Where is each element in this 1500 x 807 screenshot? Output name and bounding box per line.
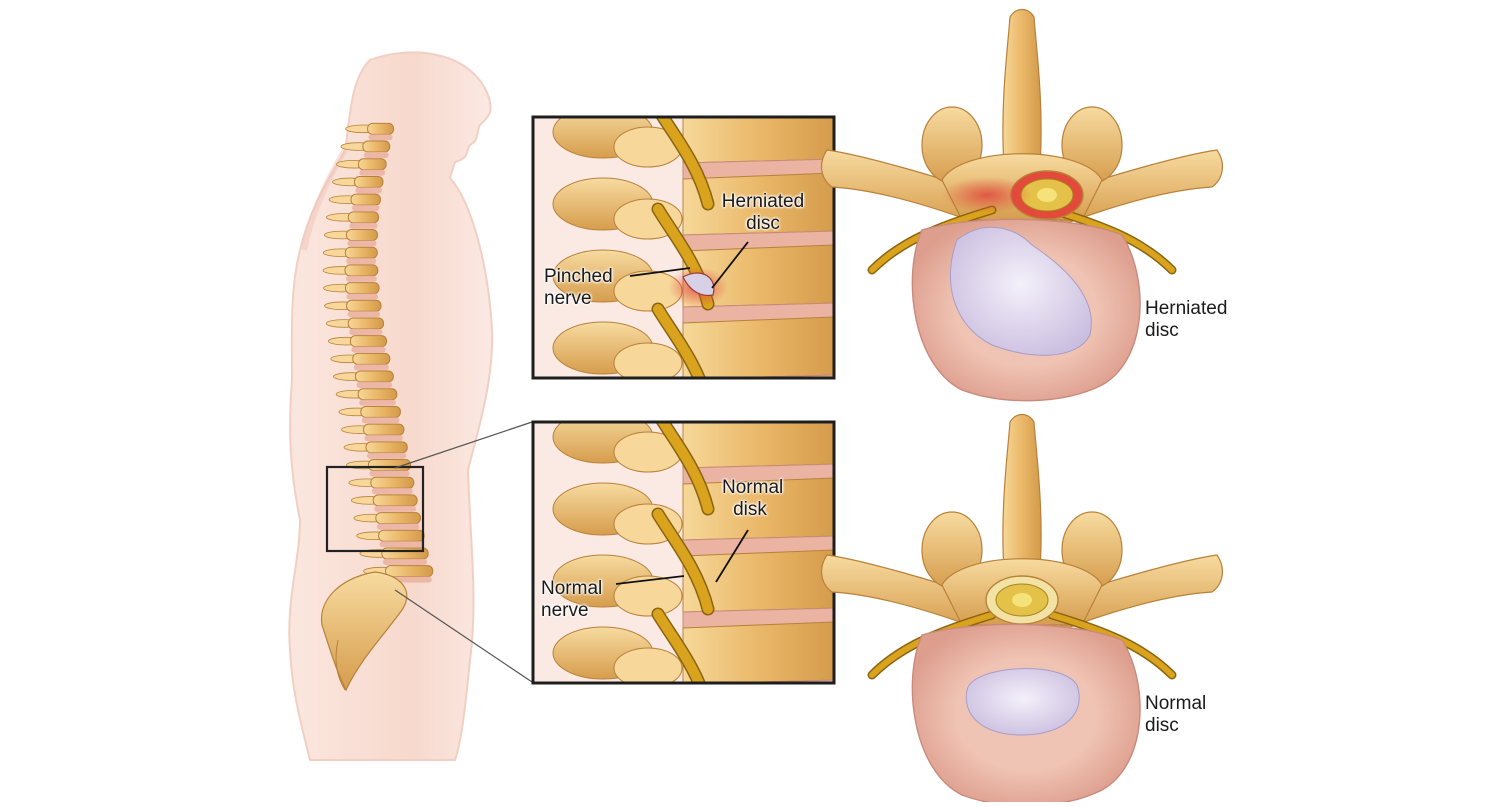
vertebra-body <box>370 476 415 489</box>
vertebra-body <box>352 352 391 365</box>
inset-vertebral-body <box>682 172 834 236</box>
coccyx <box>335 639 346 691</box>
label-normal-nerve: Normal nerve <box>541 578 603 621</box>
vertebra-body <box>344 264 379 277</box>
inset-nerve-outline <box>658 714 708 802</box>
label-herniated-disc-cross: Herniated disc <box>1145 298 1228 341</box>
transverse-process-left <box>820 149 993 226</box>
spinous-process <box>1002 413 1042 571</box>
spinal-cord-core <box>1037 188 1057 202</box>
label-herniated-disc-inset: Herniated disc <box>721 191 805 234</box>
spinal-disc <box>374 505 417 512</box>
vertebra-body <box>381 547 429 560</box>
vertebra-body <box>360 405 401 418</box>
spinal-disc <box>349 328 383 335</box>
transverse-process-right <box>1051 149 1224 226</box>
vertebra-body <box>362 423 405 436</box>
vertebra-body <box>357 388 398 401</box>
spinal-disc <box>367 452 407 459</box>
spinal-disc <box>379 541 424 548</box>
spine-icon <box>320 122 434 692</box>
label-normal-disk: Normal disk <box>722 477 784 520</box>
transverse-process-left <box>820 554 993 631</box>
vertebra-body <box>345 229 379 241</box>
inset-nerve <box>653 509 713 614</box>
inset-vertebral-body <box>682 477 834 541</box>
spinous-process <box>1002 8 1042 166</box>
leader-herniated <box>711 241 749 289</box>
spinal-disc <box>364 435 403 442</box>
nucleus-herniated <box>950 226 1092 356</box>
vertebra-body <box>365 441 408 454</box>
spinal-disc <box>346 275 377 282</box>
vertebra-body <box>385 565 434 578</box>
spinal-disc <box>359 399 396 406</box>
inset-nerve <box>653 304 705 378</box>
vertebra-body <box>347 317 385 330</box>
vertebra-body <box>346 299 382 312</box>
spinal-disc <box>346 293 379 300</box>
leader-pinched <box>629 267 691 277</box>
spinal-disc <box>346 258 377 265</box>
vertebra-body <box>350 193 381 206</box>
zoom-line-bottom <box>394 589 533 683</box>
spinal-disc <box>347 240 377 247</box>
sacrum <box>320 571 408 692</box>
inset-nerve <box>653 609 705 683</box>
inflamed-root <box>942 177 1032 213</box>
vertebra-body <box>354 370 394 383</box>
spinal-disc <box>368 134 393 141</box>
inset-vertebral-body <box>682 117 834 164</box>
inset-vertebral-body <box>682 549 834 613</box>
spinal-disc <box>371 488 413 495</box>
vertebra-body <box>353 175 384 188</box>
herniated-bulge <box>682 272 715 297</box>
transverse-process-right <box>1051 554 1224 631</box>
vertebra-body <box>347 211 380 224</box>
spinal-cord-core <box>1012 593 1032 607</box>
vertebra-body <box>344 246 378 259</box>
spinal-disc <box>369 470 410 477</box>
inset-nerve <box>658 714 708 802</box>
spinal-disc <box>359 169 386 176</box>
zoom-line-top <box>394 421 533 469</box>
vertebra-body <box>362 140 391 153</box>
spinal-disc <box>361 417 400 424</box>
spinal-disc <box>349 222 378 229</box>
inset-vertebral-body <box>682 621 834 683</box>
label-pinched-nerve: Pinched nerve <box>544 266 613 309</box>
label-normal-disc-cross: Normal disc <box>1145 693 1207 736</box>
inset-vertebral-body <box>682 422 834 469</box>
spinal-disc <box>351 346 386 353</box>
vertebra-body <box>378 529 425 542</box>
vertebra-body <box>372 494 418 507</box>
spinal-disc <box>356 382 393 389</box>
herniated-inset <box>531 115 836 380</box>
spinal-disc <box>382 558 428 565</box>
spinal-disc <box>355 187 382 194</box>
herniated-cross-section <box>820 8 1224 402</box>
zoom-box-icon <box>325 465 425 553</box>
leader-normal-nerve <box>615 575 685 585</box>
spinal-disc <box>376 523 420 530</box>
vertebra-body <box>349 335 388 348</box>
vertebra-body <box>367 122 395 135</box>
spinal-disc <box>353 364 389 371</box>
spinal-disc <box>352 205 380 212</box>
spinal-disc <box>363 152 389 159</box>
inset-pedicle <box>613 647 683 683</box>
inset-pedicle <box>613 342 683 378</box>
normal-inset <box>531 420 836 802</box>
leader-normal-disk <box>715 529 749 583</box>
nucleus-normal <box>965 668 1080 736</box>
inset-vertebral-body <box>682 316 834 378</box>
inset-pedicle <box>613 575 683 617</box>
vertebra-body <box>344 282 380 295</box>
vertebra-body <box>375 512 421 525</box>
spinal-disc <box>347 311 381 318</box>
vertebra-body <box>357 158 387 171</box>
normal-cross-section <box>820 413 1224 807</box>
